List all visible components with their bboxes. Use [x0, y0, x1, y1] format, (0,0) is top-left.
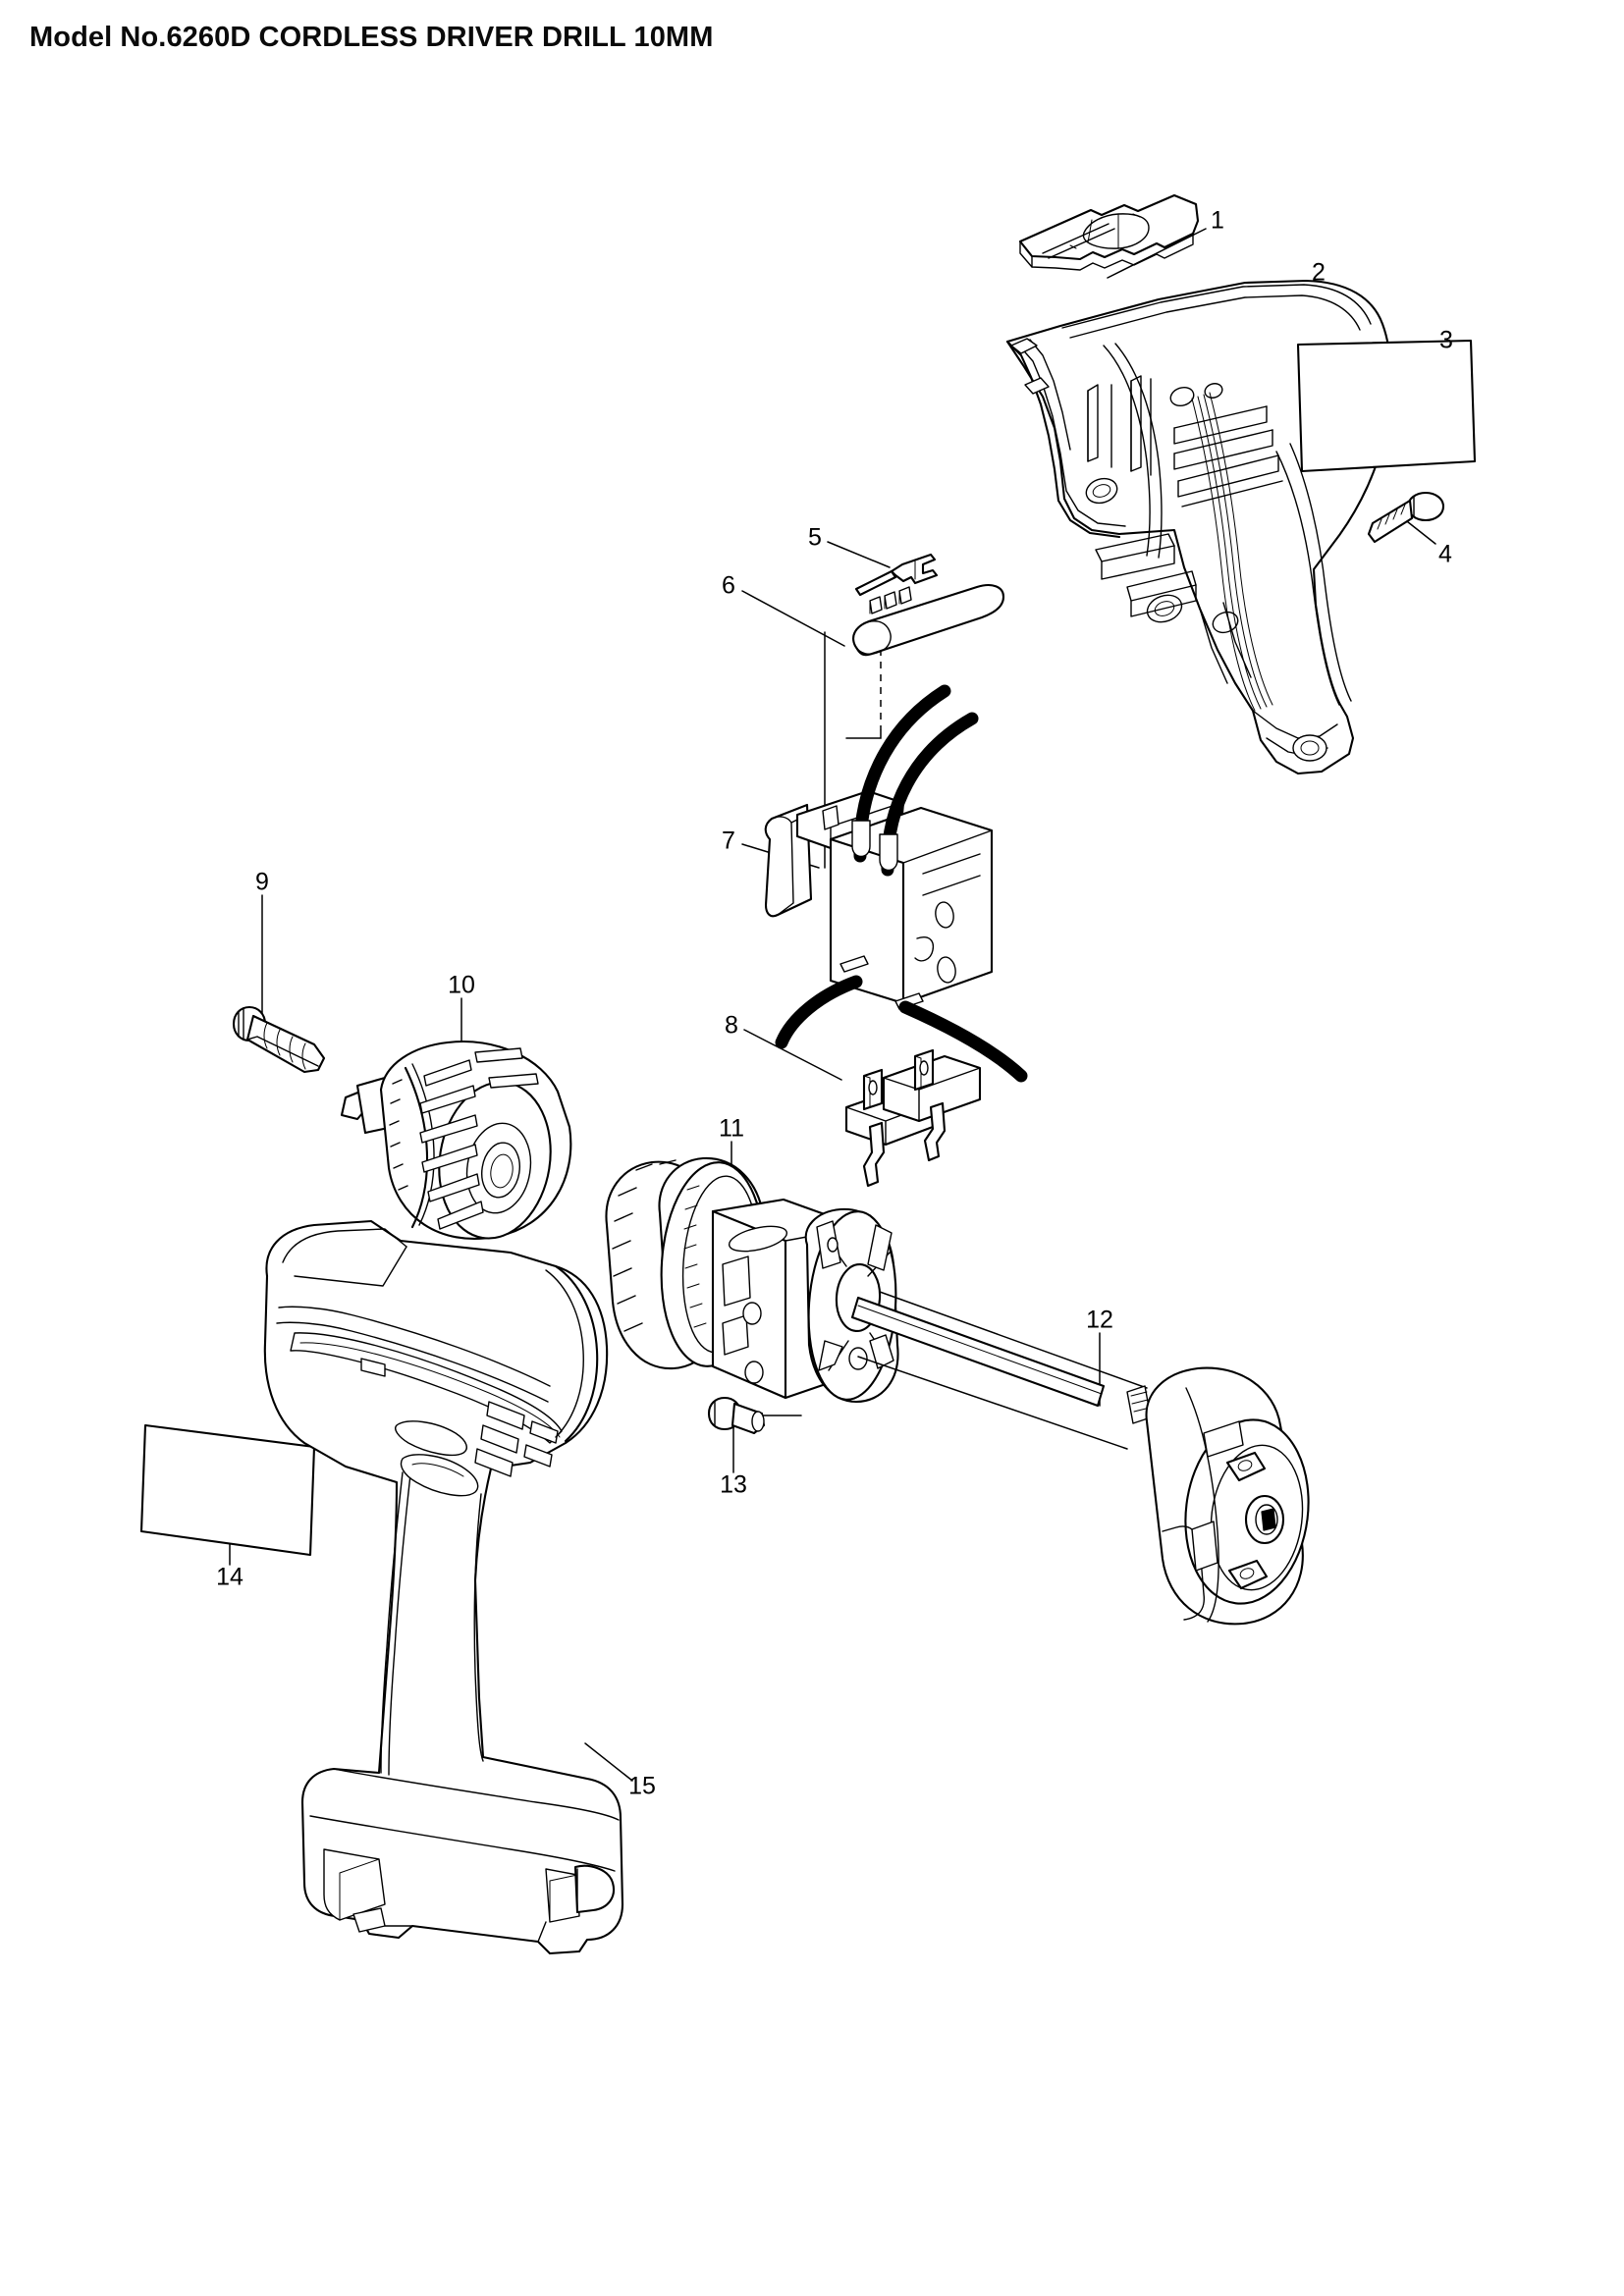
part-14-name-plate [139, 1423, 316, 1557]
part-7-switch-assembly [764, 684, 1028, 1083]
part-9-hex-socket-head-bolt [232, 1005, 326, 1074]
callout-8: 8 [725, 1011, 738, 1040]
part-10-keyless-drill-chuck [340, 1041, 572, 1240]
part-13-flat-head-pin-screw [707, 1396, 766, 1435]
part-2-housing-set-left-half [1005, 279, 1392, 775]
callout-13: 13 [720, 1470, 747, 1499]
part-8-terminal-connector [844, 1048, 982, 1188]
part-11-gear-assembly-complete [605, 1156, 1148, 1450]
callout-14: 14 [216, 1563, 244, 1591]
callout-10: 10 [448, 971, 475, 999]
callout-1: 1 [1211, 206, 1224, 235]
callout-4: 4 [1438, 540, 1452, 568]
part-1-switch-plate-cover [1018, 193, 1200, 271]
part-3-name-plate [1296, 339, 1477, 473]
callout-2: 2 [1312, 258, 1326, 287]
callout-5: 5 [808, 523, 822, 552]
callout-6: 6 [722, 571, 735, 600]
part-12-dc-motor [1126, 1366, 1310, 1626]
part-5-receptacle-terminal [854, 553, 939, 597]
callout-3: 3 [1439, 326, 1453, 354]
part-15-housing-set-right-half [263, 1219, 624, 1955]
callout-15: 15 [628, 1772, 656, 1800]
part-4-tapping-screw [1367, 491, 1445, 544]
callout-11: 11 [719, 1114, 744, 1143]
page-title: Model No.6260D CORDLESS DRIVER DRILL 10M… [29, 22, 714, 53]
callout-9: 9 [255, 868, 269, 896]
callout-12: 12 [1086, 1306, 1113, 1334]
part-6-insulation-sleeve [852, 583, 1005, 657]
callout-7: 7 [722, 827, 735, 855]
